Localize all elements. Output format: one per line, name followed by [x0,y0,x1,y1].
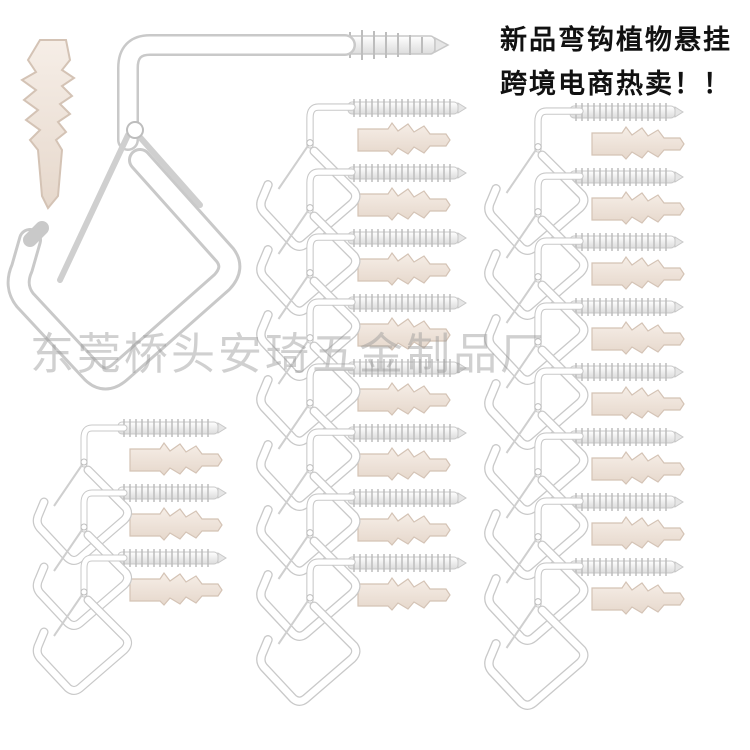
hook-column [256,99,467,706]
small-swag-hook [484,237,589,385]
headline-line-1: 新品弯钩植物悬挂 [500,25,732,56]
small-swag-hook [484,172,589,320]
small-swag-hook [256,428,361,576]
small-swag-hook [484,107,589,255]
watermark-text: 东莞桥头安琦五金制品厂 [30,329,547,380]
hook-column [484,103,685,710]
small-swag-hook [484,302,589,450]
small-swag-hook [484,562,589,710]
small-swag-hook [256,168,361,316]
small-swag-hook [32,489,133,630]
hook-assortment [32,99,685,710]
small-swag-hook [484,367,589,515]
small-swag-hook [256,103,361,251]
small-swag-hook [484,497,589,645]
small-swag-hook [32,424,133,565]
featured-swag-hook [6,30,450,391]
small-swag-hook [32,554,133,695]
small-swag-hook [256,298,361,446]
small-swag-hook [256,558,361,706]
headline-line-2: 跨境电商热卖！！ [500,69,732,100]
small-swag-hook [256,233,361,381]
small-swag-hook [484,432,589,580]
hook-column [32,419,227,695]
small-swag-hook [256,363,361,511]
featured-wall-anchor [20,39,76,210]
small-swag-hook [256,493,361,641]
